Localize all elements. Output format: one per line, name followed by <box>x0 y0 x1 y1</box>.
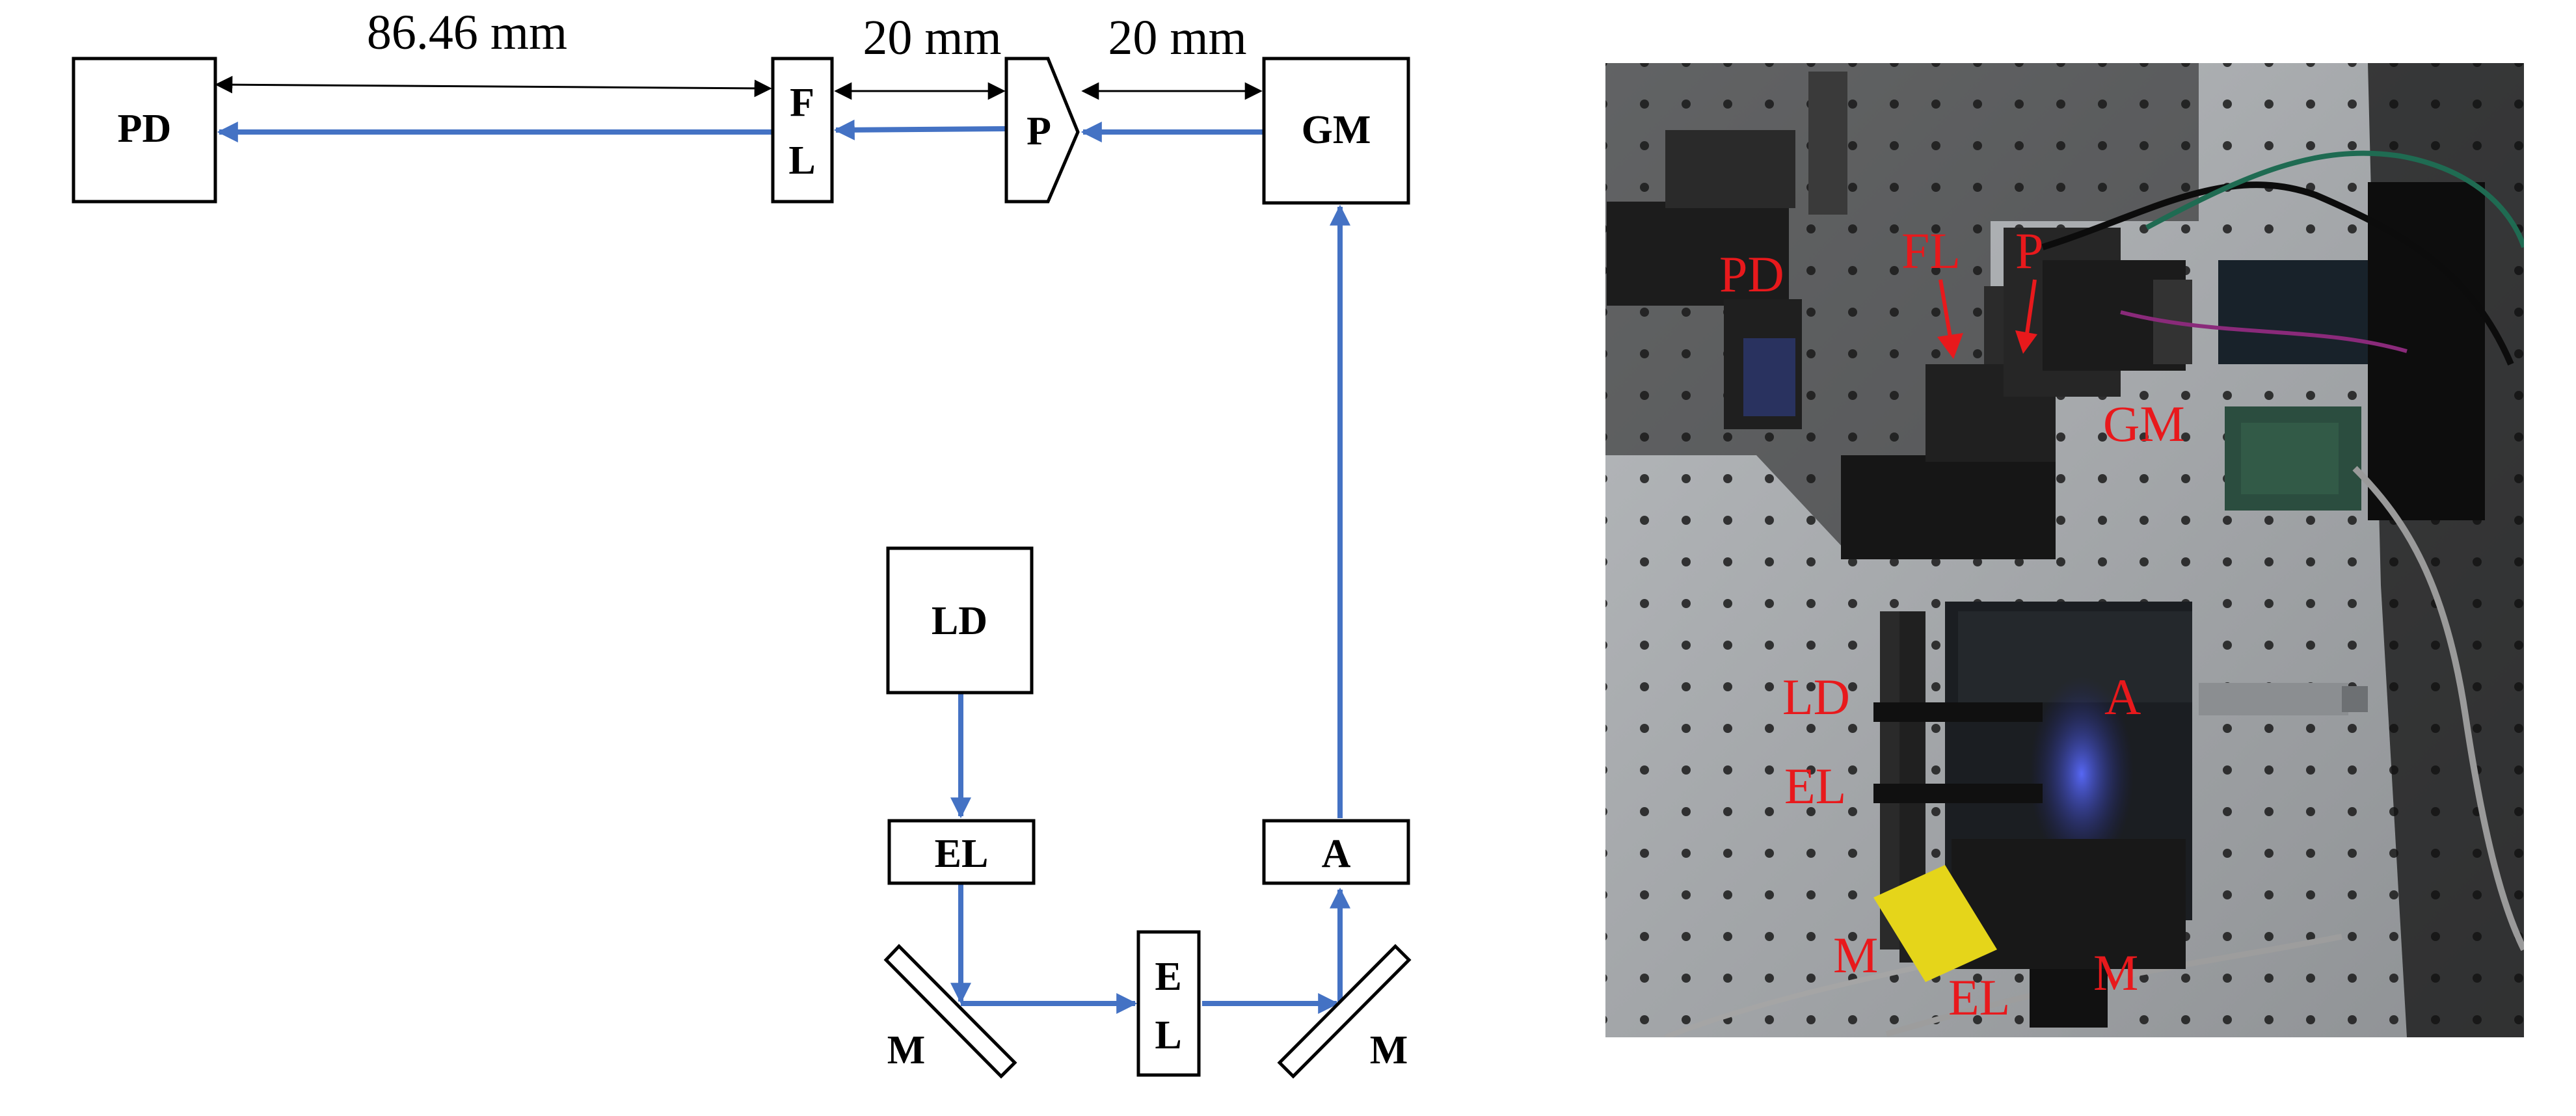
beam-paths <box>217 119 1350 1014</box>
prism-p: P <box>1004 57 1080 204</box>
photo-label-gm: GM <box>2103 395 2185 452</box>
gm-label: GM <box>1302 108 1371 152</box>
p-pointer-icon <box>2015 330 2037 354</box>
fl-pointer-icon <box>1937 333 1963 359</box>
photo-label-el-upper: EL <box>1784 758 1846 814</box>
beam-p-to-fl <box>833 119 1006 140</box>
mirror-right: M <box>1277 944 1412 1079</box>
photo-label-pd: PD <box>1719 246 1784 302</box>
el-label-upper: EL <box>935 832 989 876</box>
p-label: P <box>1026 109 1051 153</box>
dimension-fl-p: 20 mm <box>834 10 1006 100</box>
dim-label-p-gm: 20 mm <box>1108 10 1246 65</box>
ld-label: LD <box>932 599 987 643</box>
pd-label: PD <box>118 107 172 151</box>
fl-label-bottom: L <box>788 139 815 183</box>
p-pointer-line <box>2024 279 2037 339</box>
gm-box: GM <box>1262 57 1410 205</box>
fl-box: F L <box>771 57 834 204</box>
photo-label-p: P <box>2015 222 2043 279</box>
dim-label-fl-p: 20 mm <box>863 10 1001 65</box>
mirror-left-label: M <box>887 1028 926 1072</box>
dimension-p-gm: 20 mm <box>1081 10 1263 100</box>
photo-label-fl: FL <box>1901 222 1961 279</box>
el-label-middle-bottom: L <box>1155 1013 1181 1057</box>
dimension-pd-fl: 86.46 mm <box>215 5 772 98</box>
a-label: A <box>1322 832 1351 876</box>
mirror-left: M <box>883 944 1017 1079</box>
dim-label-pd-fl: 86.46 mm <box>367 5 567 60</box>
pd-box: PD <box>72 57 217 204</box>
photo-label-el-lower: EL <box>1948 969 2010 1026</box>
ld-box: LD <box>886 546 1034 695</box>
photo-label-a: A <box>2104 669 2141 725</box>
el-label-middle-top: E <box>1155 955 1181 999</box>
photo-label-m-right: M <box>2093 944 2138 1001</box>
mirror-right-label: M <box>1370 1028 1408 1072</box>
fl-label-top: F <box>790 81 814 125</box>
a-box: A <box>1262 819 1410 885</box>
el-box-upper: EL <box>887 819 1036 885</box>
fl-pointer-line <box>1939 279 1953 345</box>
photo-label-ld: LD <box>1782 669 1850 725</box>
photo-label-m-left: M <box>1833 927 1878 983</box>
el-box-middle: E L <box>1136 930 1201 1077</box>
setup-photo: PD FL P GM LD A EL M EL M <box>1605 63 2524 1037</box>
photo-labels: PD FL P GM LD A EL M EL M <box>1719 222 2185 1026</box>
schematic: PD F L P GM LD EL E L <box>72 5 1412 1079</box>
